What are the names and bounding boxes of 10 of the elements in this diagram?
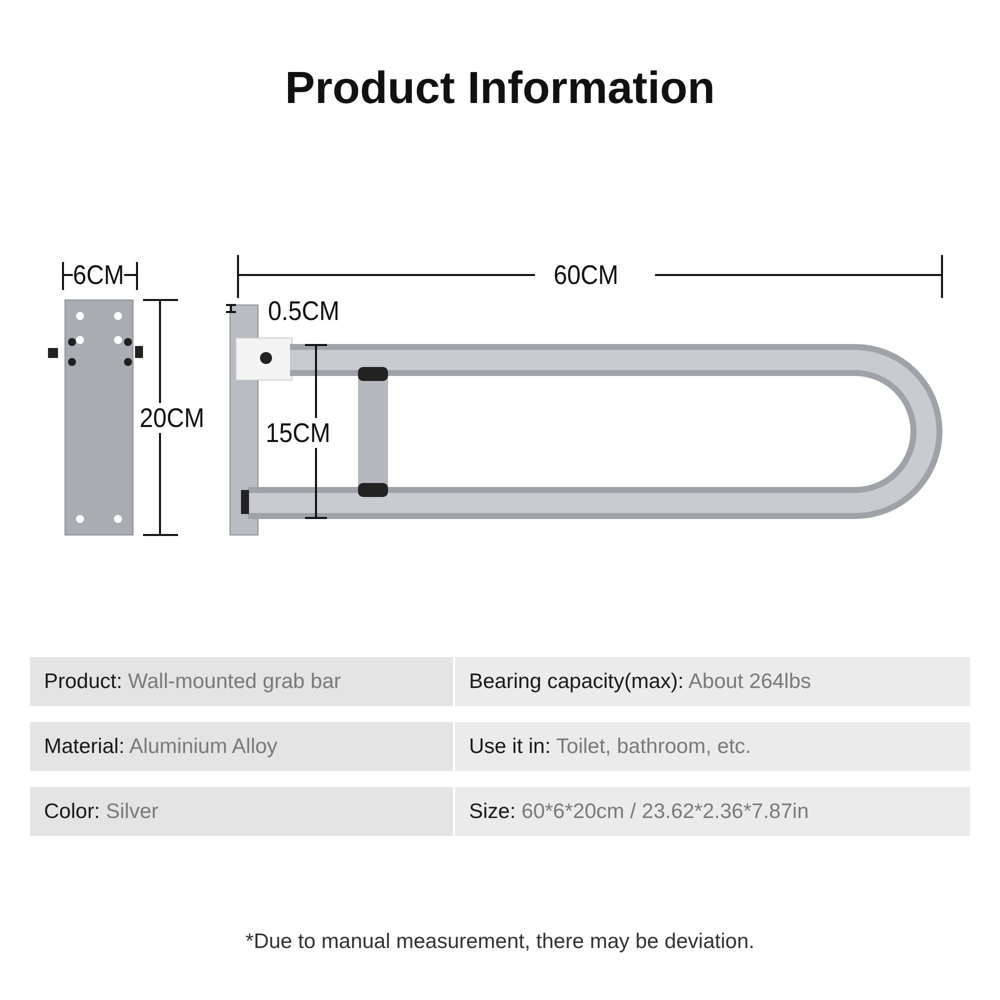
spec-cell: Size: 60*6*20cm / 23.62*2.36*7.87in	[455, 787, 970, 836]
spec-cell: Product: Wall-mounted grab bar	[30, 657, 453, 706]
spec-cell: Color: Silver	[30, 787, 453, 836]
spec-cell: Material: Aluminium Alloy	[30, 722, 453, 771]
title: Product Information	[284, 62, 716, 114]
dimension-label: 20CM	[140, 403, 204, 433]
caption: *Due to manual measurement, there may be deviation.	[244, 930, 756, 954]
spec-cell: Use it in: Toilet, bathroom, etc.	[455, 722, 970, 771]
dimension-label: 15CM	[266, 418, 330, 448]
spec-cell: Bearing capacity(max): About 264lbs	[455, 657, 970, 706]
